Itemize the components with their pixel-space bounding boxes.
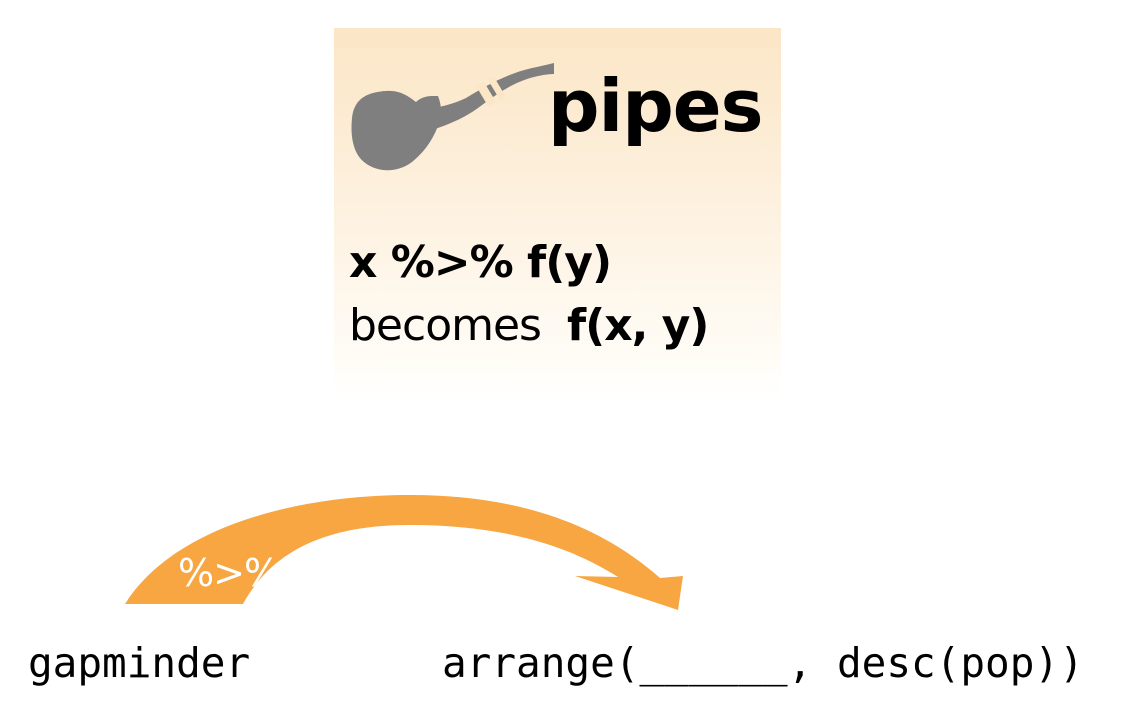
pipe-icon <box>351 63 554 171</box>
code-arrange-call: arrange(______, desc(pop)) <box>442 639 1084 687</box>
rule-becomes-text: becomes <box>349 300 542 351</box>
rule-result-text: f(x, y) <box>566 300 709 351</box>
card-title: pipes <box>548 64 763 148</box>
pipe-rule-input: x %>% f(y) <box>349 237 612 288</box>
code-gapminder: gapminder <box>28 639 251 687</box>
pipe-arrow-band <box>125 495 683 610</box>
pipes-card: pipes x %>% f(y) becomes f(x, y) <box>334 28 781 396</box>
pipe-rule-output: becomes f(x, y) <box>349 304 709 348</box>
pipe-arrow-label: %>% <box>178 551 279 595</box>
